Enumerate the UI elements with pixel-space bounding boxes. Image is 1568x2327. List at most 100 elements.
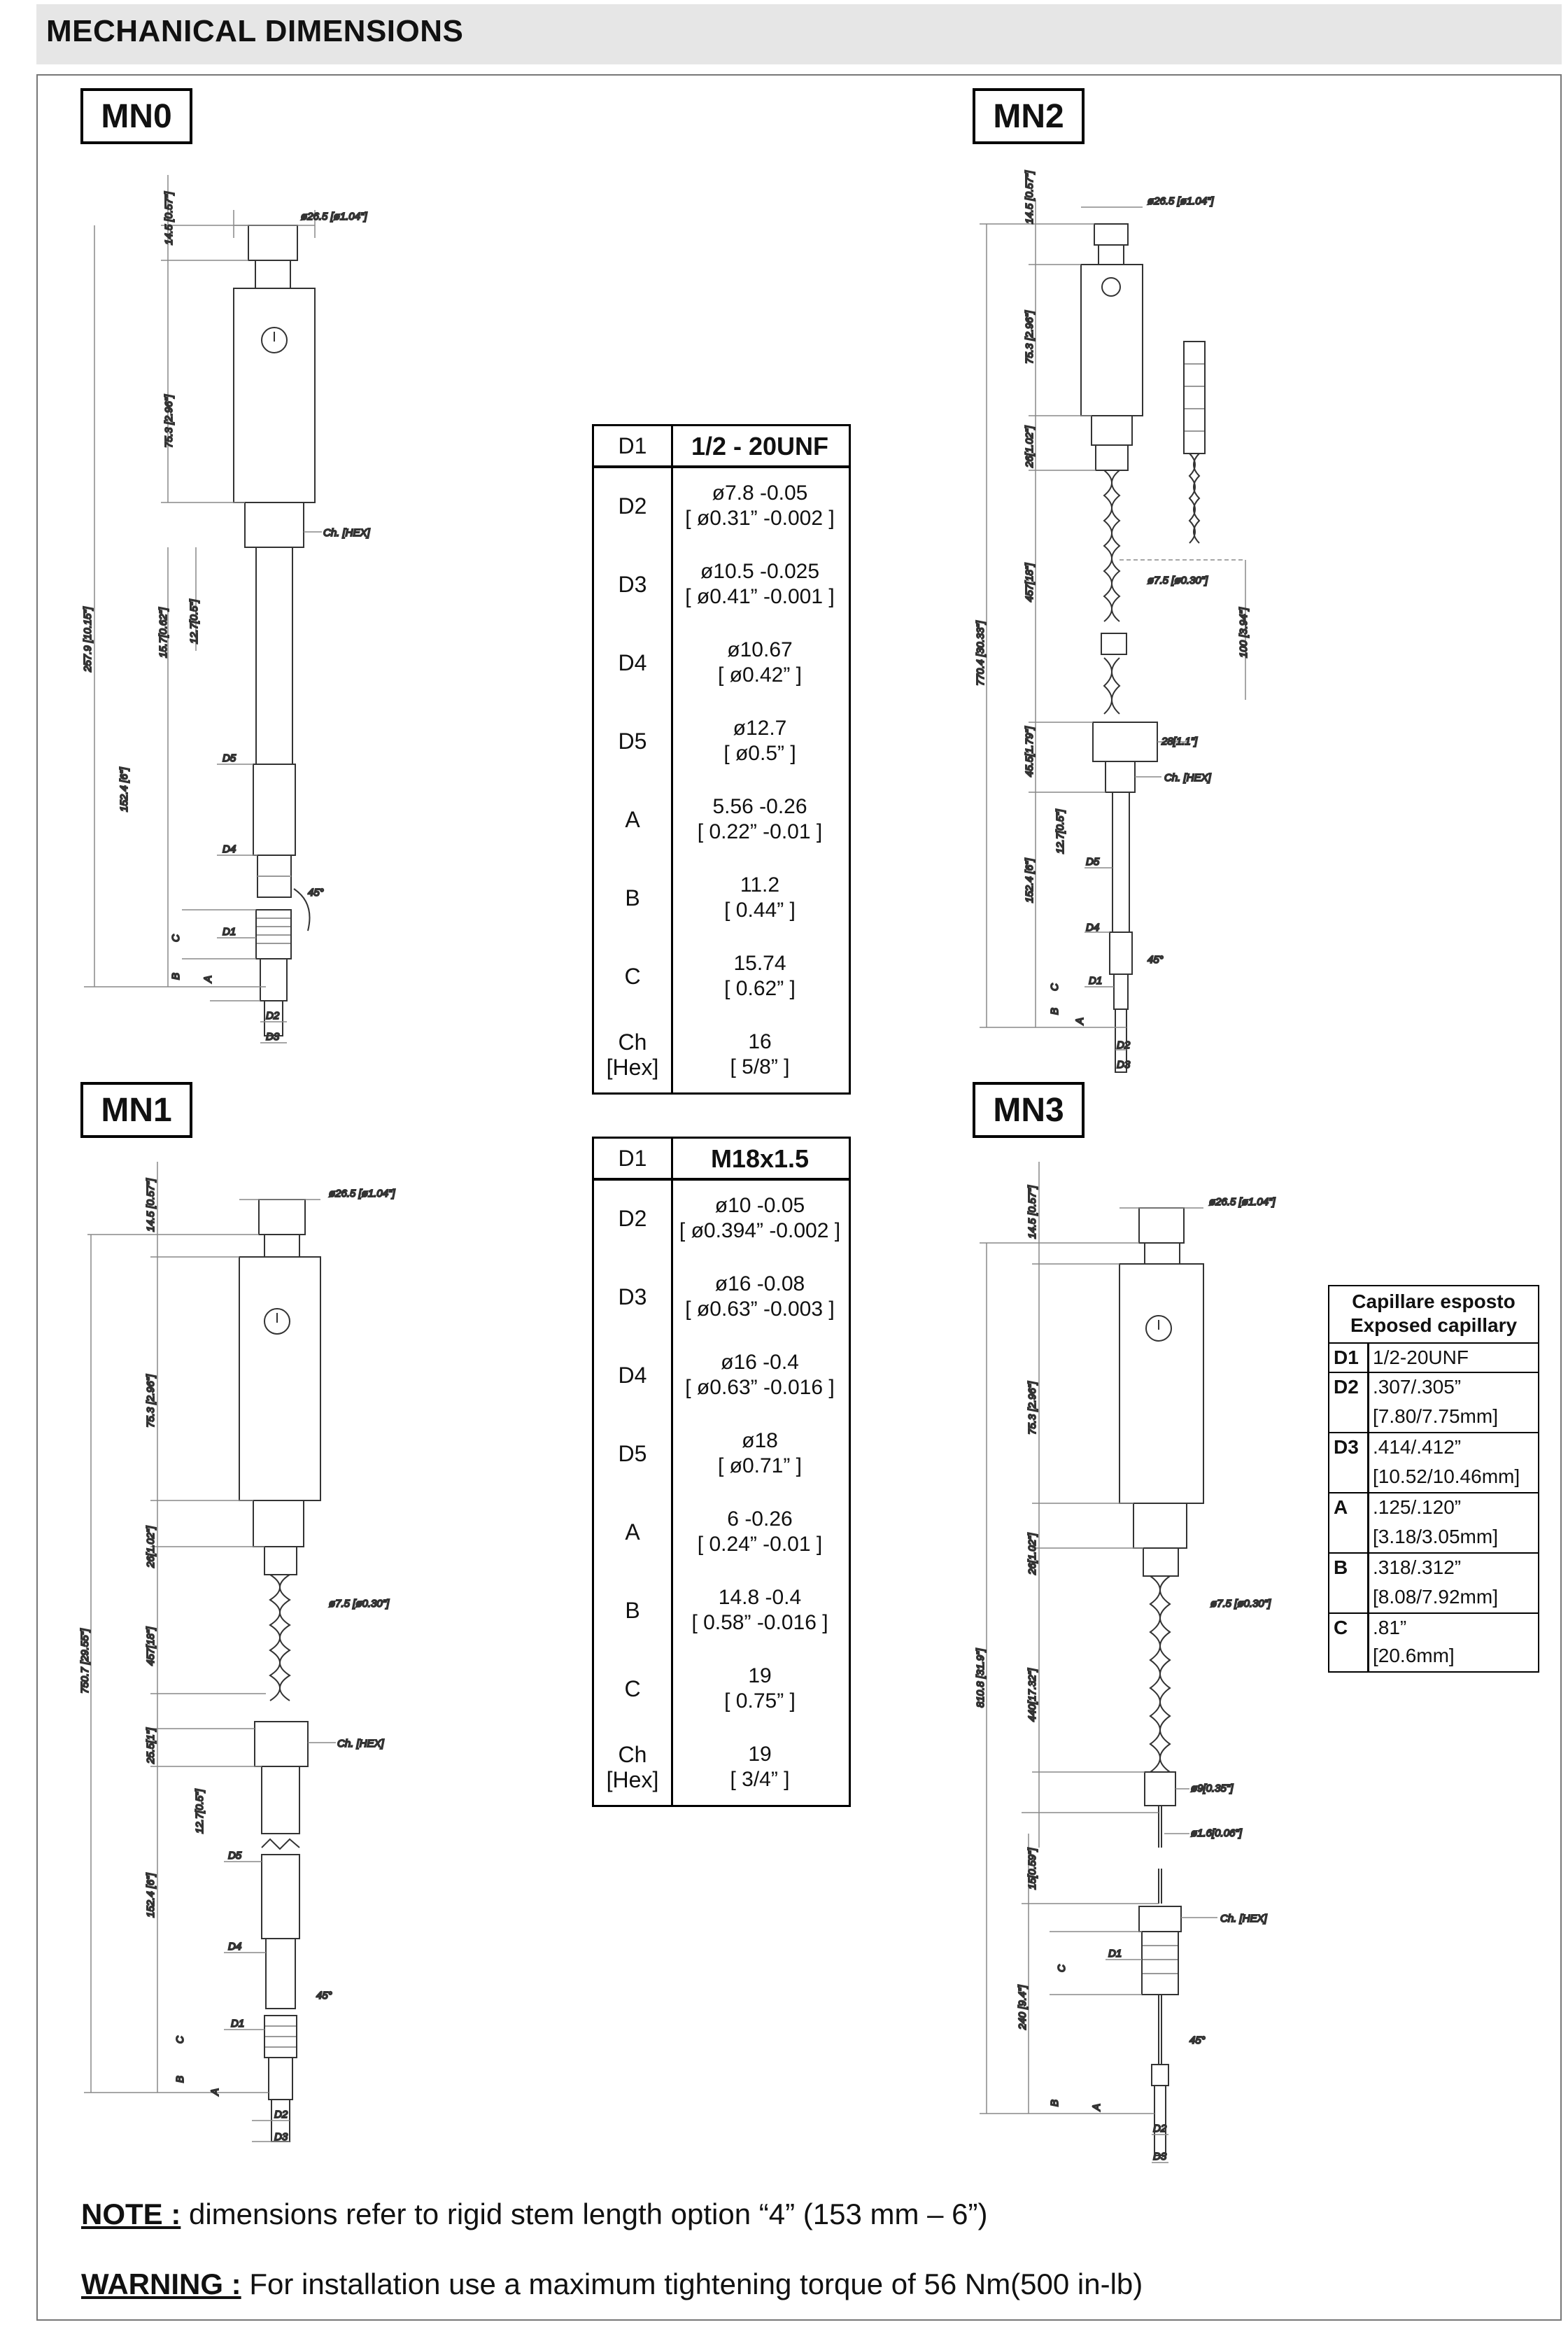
dim-mn3-b: B bbox=[1049, 2100, 1061, 2107]
table2-head-val: M18x1.5 bbox=[710, 1144, 810, 1173]
dim-mn0-b: B bbox=[170, 973, 182, 980]
dim-mn2-75-3: 75.3 [2.96"] bbox=[1024, 310, 1036, 364]
dim-mn2-d2: D2 bbox=[1117, 1039, 1131, 1051]
dim-mn1-26: 26[1.02"] bbox=[145, 1526, 157, 1568]
capillary-val: .125/.120” bbox=[1373, 1496, 1462, 1518]
table2-row-value: 19 [ 0.75” ] bbox=[672, 1664, 847, 1714]
capillary-val: .318/.312” bbox=[1373, 1556, 1462, 1578]
dim-mn0-257-9: 257.9 [10.15"] bbox=[82, 606, 94, 673]
dim-mn1-a: A bbox=[209, 2088, 221, 2096]
dim-mn1-ch-hex: Ch. [HEX] bbox=[337, 1738, 385, 1750]
table2-val-line2: [ 0.58” -0.016 ] bbox=[691, 1611, 828, 1634]
dim-mn1-d3: D3 bbox=[274, 2131, 288, 2143]
dim-mn2-b: B bbox=[1049, 1008, 1061, 1015]
dim-mn1-c: C bbox=[174, 2036, 186, 2044]
capillary-val: .414/.412” bbox=[1373, 1436, 1462, 1458]
dim-mn2-d1: D1 bbox=[1089, 975, 1102, 987]
dim-mn3-ch-hex: Ch. [HEX] bbox=[1220, 1913, 1268, 1925]
dim-mn2-dia-28: 28[1.1"] bbox=[1161, 736, 1198, 747]
dim-mn2-dia-top: ø26.5 [ø1.04"] bbox=[1147, 195, 1214, 207]
table1-row-value: ø10.67 [ ø0.42” ] bbox=[672, 638, 847, 688]
dim-mn2-c: C bbox=[1049, 983, 1061, 991]
drawing-frame bbox=[36, 74, 1562, 2321]
dim-mn2-dia-cap: ø7.5 [ø0.30"] bbox=[1147, 575, 1208, 586]
spec-table-m18: D1 M18x1.5 D2 ø10 -0.05 [ ø0.394” -0.002… bbox=[592, 1137, 851, 1807]
table-header-rule bbox=[594, 465, 849, 468]
dim-mn1-dia-cap: ø7.5 [ø0.30"] bbox=[329, 1598, 390, 1610]
table2-val-line1: 19 bbox=[748, 1664, 772, 1687]
table2-row-key: Ch [Hex] bbox=[594, 1742, 671, 1792]
dim-mn2-770-4: 770.4 [30.33"] bbox=[975, 620, 987, 686]
table1-val-line1: 11.2 bbox=[740, 873, 780, 897]
dim-mn0-d5: D5 bbox=[223, 752, 236, 764]
table2-val-line2: [ ø0.63” -0.016 ] bbox=[685, 1376, 835, 1399]
table1-head-val: 1/2 - 20UNF bbox=[691, 432, 829, 461]
model-label-mn2: MN2 bbox=[973, 88, 1085, 144]
table1-val-line2: [ ø0.5” ] bbox=[723, 742, 796, 765]
dim-mn3-440: 440[17.32"] bbox=[1026, 1668, 1038, 1722]
dim-mn2-d3: D3 bbox=[1117, 1059, 1131, 1071]
capillary-key: C bbox=[1334, 1617, 1348, 1638]
table2-row-value: 14.8 -0.4 [ 0.58” -0.016 ] bbox=[672, 1585, 847, 1636]
table1-val-line2: [ 0.62” ] bbox=[724, 977, 796, 1000]
dim-mn1-angle: 45° bbox=[316, 1990, 332, 2002]
dim-mn2-12-7: 12.7[0.5"] bbox=[1054, 808, 1066, 854]
table2-key-line1: Ch bbox=[618, 1742, 647, 1767]
capillary-row-rule bbox=[1329, 1612, 1538, 1614]
drawing-mn1: ø26.5 [ø1.04"] 14.5 [0.57"] 75.3 [2.96"]… bbox=[78, 1162, 396, 2144]
table2-row-value: ø18 [ ø0.71” ] bbox=[672, 1428, 847, 1479]
section-header: MECHANICAL DIMENSIONS bbox=[36, 4, 1562, 64]
model-label-mn1: MN1 bbox=[80, 1082, 192, 1138]
table1-row-value: ø12.7 [ ø0.5” ] bbox=[672, 716, 847, 766]
capillary-divider bbox=[1367, 1342, 1369, 1673]
table1-row-key: D4 bbox=[618, 650, 647, 675]
dim-mn1-b: B bbox=[174, 2076, 186, 2083]
table2-val-line2: [ 3/4” ] bbox=[730, 1768, 790, 1791]
dim-mn2-d5: D5 bbox=[1086, 856, 1100, 868]
dim-mn3-14-5: 14.5 [0.57"] bbox=[1026, 1185, 1038, 1239]
dim-mn1-152-4: 152.4 [6"] bbox=[145, 1872, 157, 1918]
table1-val-line1: ø10.67 bbox=[727, 638, 793, 661]
dim-mn2-d4: D4 bbox=[1086, 922, 1099, 934]
dim-mn3-dia-9: ø9[0.35"] bbox=[1191, 1783, 1234, 1794]
capillary-header-rule bbox=[1329, 1342, 1538, 1344]
table2-row-key: D4 bbox=[618, 1363, 647, 1388]
table2-row-value: 19 [ 3/4” ] bbox=[672, 1742, 847, 1792]
capillary-key: B bbox=[1334, 1556, 1348, 1578]
dim-mn1-d4: D4 bbox=[228, 1941, 241, 1953]
dim-mn3-26: 26[1.02"] bbox=[1026, 1533, 1038, 1575]
dim-mn3-dia-top: ø26.5 [ø1.04"] bbox=[1209, 1196, 1276, 1208]
section-title: MECHANICAL DIMENSIONS bbox=[46, 14, 464, 48]
table2-row-key: C bbox=[624, 1676, 641, 1701]
table2-val-line2: [ ø0.63” -0.003 ] bbox=[685, 1298, 835, 1321]
dim-mn1-75-3: 75.3 [2.96"] bbox=[145, 1374, 157, 1428]
dim-mn3-angle: 45° bbox=[1189, 2034, 1206, 2046]
dim-mn0-15-7: 15.7[0.62"] bbox=[157, 607, 169, 658]
dim-mn2-45-5: 45.5[1.79"] bbox=[1024, 726, 1036, 777]
table1-row-value: ø7.8 -0.05 [ ø0.31” -0.002 ] bbox=[672, 481, 847, 531]
dim-mn3-d3: D3 bbox=[1153, 2151, 1167, 2163]
table1-val-line1: 16 bbox=[748, 1030, 772, 1053]
capillary-val-mm: [20.6mm] bbox=[1373, 1645, 1455, 1666]
table1-row-key: A bbox=[625, 807, 640, 832]
table2-val-line2: [ ø0.394” -0.002 ] bbox=[679, 1219, 841, 1242]
table2-val-line1: ø16 -0.08 bbox=[714, 1272, 805, 1295]
dim-mn0-dia-top: ø26.5 [ø1.04"] bbox=[301, 211, 367, 223]
table1-val-line2: [ ø0.31” -0.002 ] bbox=[685, 507, 835, 530]
capillary-table: Capillare esposto Exposed capillary D1 1… bbox=[1328, 1285, 1539, 1673]
capillary-row-rule bbox=[1329, 1492, 1538, 1493]
spec-table-unf: D1 1/2 - 20UNF D2 ø7.8 -0.05 [ ø0.31” -0… bbox=[592, 424, 851, 1095]
table1-val-line2: [ 0.22” -0.01 ] bbox=[697, 820, 823, 843]
warning-label: WARNING : bbox=[81, 2268, 241, 2300]
capillary-val-mm: [3.18/3.05mm] bbox=[1373, 1526, 1498, 1547]
dim-mn0-d1: D1 bbox=[223, 926, 236, 938]
table-divider bbox=[671, 426, 673, 1092]
dim-mn0-d2: D2 bbox=[266, 1010, 280, 1022]
dim-mn0-c: C bbox=[170, 934, 182, 942]
capillary-key: D2 bbox=[1334, 1376, 1359, 1398]
table1-row-value: ø10.5 -0.025 [ ø0.41” -0.001 ] bbox=[672, 559, 847, 610]
note-label: NOTE : bbox=[81, 2198, 181, 2230]
capillary-val-mm: [10.52/10.46mm] bbox=[1373, 1465, 1520, 1487]
capillary-title-it: Capillare esposto bbox=[1352, 1291, 1516, 1312]
